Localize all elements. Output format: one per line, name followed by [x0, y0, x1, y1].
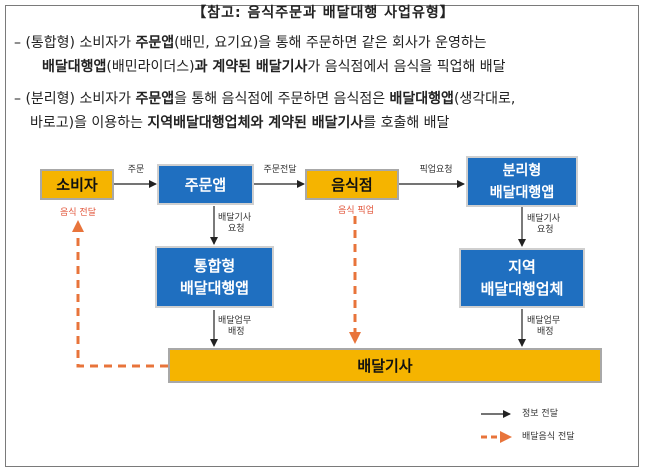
node-local-agency: 지역 배달대행업체 [459, 248, 585, 308]
label-line: 배달기사 [218, 213, 252, 223]
node-label-line1: 분리형 [502, 162, 542, 179]
paragraph-separate-line2: 바로고)을 이용하는 지역배달대행업체와 계약된 배달기사를 호출해 배달 [30, 111, 449, 135]
text: – (분리형) 소비자가 [14, 91, 136, 107]
node-consumer: 소비자 [40, 169, 114, 200]
paragraph-integrated-line1: – (통합형) 소비자가 주문앱(배민, 요기요)을 통해 주문하면 같은 회사… [14, 31, 487, 55]
node-label: 음식점 [331, 175, 373, 194]
label-pickup-request: 픽업요청 [419, 165, 453, 175]
legend-delivery-text: 배달음식 전달 [522, 432, 575, 442]
text: 가 음식점에서 음식을 픽업해 배달 [307, 59, 506, 75]
label-order: 주문 [127, 165, 145, 175]
label-line: 요청 [228, 224, 245, 234]
node-label: 주문앱 [184, 175, 227, 194]
text: (배민, 요기요)을 통해 주문하면 같은 회사가 운영하는 [174, 35, 487, 51]
paragraph-integrated-line2: 배달대행앱(배민라이더스)과 계약된 배달기사가 음식점에서 음식을 픽업해 배… [42, 55, 506, 79]
label-food-pickup: 음식 픽업 [338, 206, 374, 216]
text-bold: 지역배달대행업체와 계약된 배달기사 [147, 115, 364, 131]
text: (배민라이더스) [106, 59, 195, 75]
node-label-line1: 통합형 [193, 257, 236, 275]
text: 를 호출해 배달 [363, 115, 450, 131]
page-title: 【참고: 음식주문과 배달대행 사업유형】 [0, 2, 647, 22]
label-line: 배정 [537, 327, 554, 337]
node-label-line2: 배달대행앱 [179, 279, 249, 297]
label-rider-request-integrated: 배달기사 요청 [218, 213, 262, 235]
node-restaurant: 음식점 [305, 169, 399, 200]
text-bold: 배달대행앱 [42, 59, 107, 75]
node-label: 소비자 [56, 175, 98, 194]
node-label: 배달기사 [357, 356, 413, 375]
label-food-delivery: 음식 전달 [60, 208, 96, 218]
text-bold: 과 계약된 배달기사 [194, 59, 308, 75]
label-assign-integrated: 배달업무 배정 [218, 316, 262, 338]
paragraph-separate-line1: – (분리형) 소비자가 주문앱을 통해 음식점에 주문하면 음식점은 배달대행… [14, 87, 515, 111]
label-line: 배달기사 [527, 214, 561, 224]
node-label-line2: 배달대행앱 [489, 184, 555, 201]
text: – (통합형) 소비자가 [14, 35, 136, 51]
label-rider-request-separate: 배달기사 요청 [527, 214, 571, 236]
text-bold: 주문앱 [135, 35, 175, 51]
label-assign-local: 배달업무 배정 [527, 316, 571, 338]
node-rider: 배달기사 [168, 348, 602, 383]
node-label-line2: 배달대행업체 [480, 280, 564, 298]
label-order-relay: 주문전달 [263, 165, 297, 175]
text: (생각대로, [453, 91, 516, 107]
content-frame [5, 5, 639, 467]
node-label-line1: 지역 [508, 258, 536, 276]
text-bold: 주문앱 [135, 91, 175, 107]
label-line: 배정 [228, 327, 245, 337]
legend-info-text: 정보 전달 [522, 409, 558, 419]
label-line: 배달업무 [527, 316, 561, 326]
node-separate-app: 분리형 배달대행앱 [466, 156, 578, 207]
text-bold: 배달대행앱 [389, 91, 454, 107]
node-order-app: 주문앱 [157, 164, 254, 205]
title-text: 【참고: 음식주문과 배달대행 사업유형】 [192, 5, 455, 21]
text: 바로고)을 이용하는 [30, 115, 148, 131]
text: 을 통해 음식점에 주문하면 음식점은 [174, 91, 390, 107]
label-line: 배달업무 [218, 316, 252, 326]
node-integrated-app: 통합형 배달대행앱 [155, 246, 274, 308]
label-line: 요청 [537, 225, 554, 235]
